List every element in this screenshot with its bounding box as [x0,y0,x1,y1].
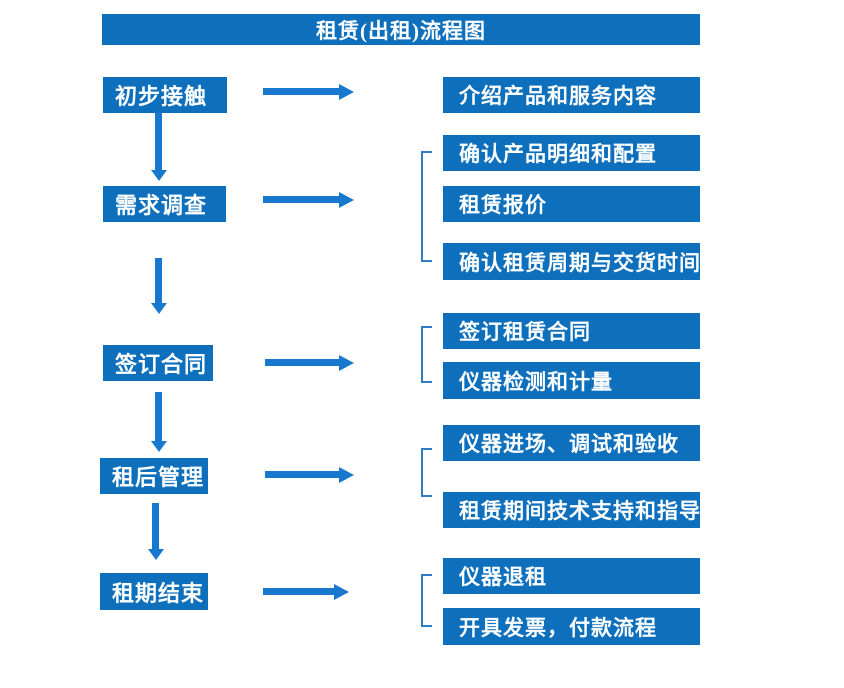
flowchart-title-bar: 租赁(出租)流程图 [102,14,700,45]
arrow-down-icon [155,113,162,170]
detail-box-rental-technical-support: 租赁期间技术支持和指导 [443,492,700,528]
stage-box-initial-contact: 初步接触 [103,77,227,113]
stage-label: 初步接触 [115,84,208,109]
group-bracket-demand-survey [421,151,432,262]
arrow-down-icon [155,258,162,303]
arrow-right-icon [263,88,339,95]
arrow-right-icon [265,359,339,366]
stage-box-post-rental-management: 租后管理 [100,458,208,494]
detail-box-instrument-testing-metering: 仪器检测和计量 [443,362,700,399]
group-bracket-post-rental [421,448,432,497]
detail-box-confirm-product-details-config: 确认产品明细和配置 [443,135,700,171]
detail-label: 签订租赁合同 [459,320,591,344]
arrow-right-icon [263,196,339,203]
arrow-down-icon [155,392,162,441]
detail-label: 开具发票，付款流程 [459,615,657,640]
detail-label: 仪器退租 [459,565,547,589]
stage-label: 需求调查 [115,193,208,218]
arrow-down-icon [152,503,159,549]
stage-label: 签订合同 [115,352,208,377]
group-bracket-lease-end [421,574,432,627]
arrow-right-icon [263,588,334,595]
detail-label: 介绍产品和服务内容 [459,84,657,108]
detail-box-introduce-products-services: 介绍产品和服务内容 [443,77,700,113]
detail-label: 确认租赁周期与交货时间 [459,250,701,275]
stage-label: 租后管理 [112,465,205,490]
detail-box-instrument-arrival-debug-acceptance: 仪器进场、调试和验收 [443,425,700,461]
stage-label: 租期结束 [112,580,205,606]
detail-label: 确认产品明细和配置 [459,142,657,166]
detail-box-invoicing-payment: 开具发票，付款流程 [443,608,700,645]
flowchart-title: 租赁(出租)流程图 [316,18,486,43]
detail-label: 租赁期间技术支持和指导 [459,499,701,523]
detail-label: 仪器进场、调试和验收 [459,432,679,456]
detail-label: 仪器检测和计量 [459,369,613,394]
detail-label: 租赁报价 [459,193,547,217]
stage-box-demand-survey: 需求调查 [103,186,226,222]
detail-box-instrument-return: 仪器退租 [443,558,700,594]
detail-box-rental-quotation: 租赁报价 [443,186,700,222]
group-bracket-sign-contract [421,326,432,383]
detail-box-sign-rental-contract: 签订租赁合同 [443,313,700,349]
stage-box-sign-contract: 签订合同 [103,345,213,381]
detail-box-confirm-rental-period-delivery: 确认租赁周期与交货时间 [443,243,700,280]
stage-box-lease-end: 租期结束 [100,573,208,610]
arrow-right-icon [265,471,339,478]
